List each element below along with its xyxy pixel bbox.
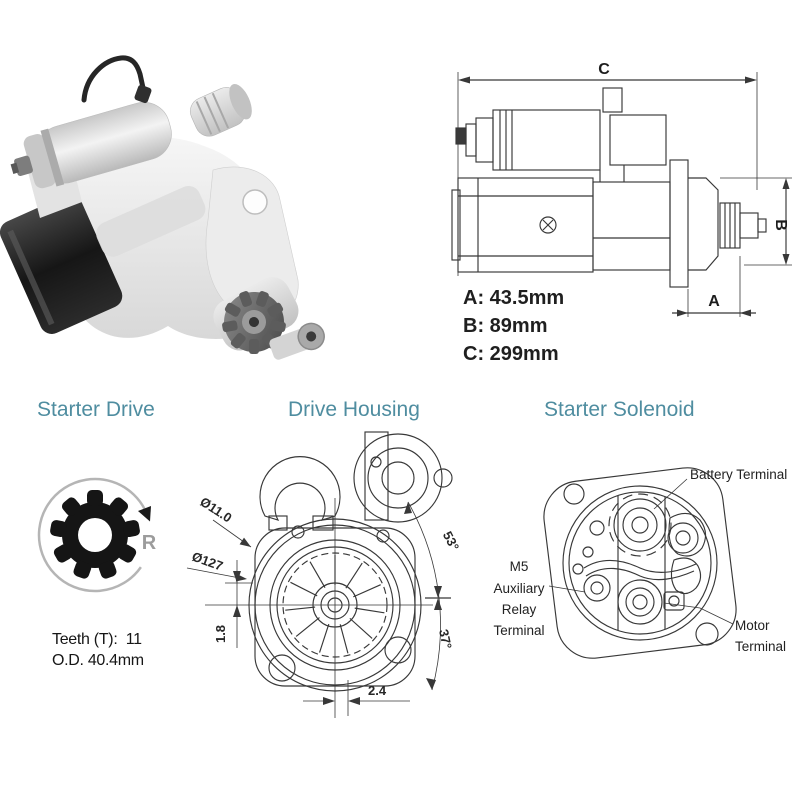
battery-terminal-label: Battery Terminal bbox=[690, 467, 787, 482]
photo-motor-can bbox=[0, 194, 123, 334]
dim-c-label: C bbox=[598, 61, 610, 78]
motor-terminal-label: Motor Terminal bbox=[735, 618, 786, 654]
dim-lower-angle: 37° bbox=[436, 628, 455, 650]
dim-vertical-offset-group: 1.8 bbox=[213, 560, 241, 648]
dimension-b: B: 89mm bbox=[463, 315, 548, 337]
centerlines bbox=[205, 498, 433, 718]
dimension-a: A: 43.5mm bbox=[463, 287, 565, 309]
dim-c: C bbox=[457, 61, 758, 276]
photo-wire-connector bbox=[134, 84, 152, 104]
section-title-starter-solenoid: Starter Solenoid bbox=[544, 398, 695, 421]
dim-b: B bbox=[720, 177, 792, 266]
drive-housing-drawing: Ø11.0 Ø127 1.8 2.4 bbox=[186, 431, 462, 718]
photo-wire-loop bbox=[81, 55, 148, 103]
angle-dims-group: 53° 37° bbox=[404, 501, 462, 691]
rotation-arrow-icon bbox=[37, 477, 149, 593]
dim-hole-diameter: Ø11.0 bbox=[197, 494, 234, 525]
aux-relay-line-2: Auxiliary bbox=[493, 581, 544, 596]
aux-relay-line-4: Terminal bbox=[493, 623, 544, 638]
aux-relay-terminal-label: M5 Auxiliary Relay Terminal bbox=[493, 559, 544, 638]
teeth-spec: Teeth (T): 11 bbox=[52, 631, 142, 648]
starter-drive-gear-icon: R bbox=[37, 477, 157, 593]
dim-a-label: A bbox=[708, 293, 720, 310]
motor-terminal-line-2: Terminal bbox=[735, 639, 786, 654]
starter-solenoid-drawing: Battery Terminal M5 Auxiliary Relay Term… bbox=[493, 467, 787, 659]
dim-hole-diameter-group: Ø11.0 bbox=[197, 494, 252, 548]
photo-flange-hole bbox=[242, 189, 268, 215]
solenoid-leader-lines bbox=[548, 478, 734, 625]
section-title-drive-housing: Drive Housing bbox=[288, 398, 420, 421]
dim-horizontal-offset-group: 2.4 bbox=[303, 683, 410, 705]
drive-housing-outline bbox=[248, 431, 453, 692]
photo-collar-band bbox=[96, 185, 206, 257]
rotation-arrowhead bbox=[138, 506, 151, 522]
side-view-drawing: C bbox=[451, 61, 792, 317]
dim-horizontal-offset: 2.4 bbox=[368, 683, 387, 698]
dim-vertical-offset: 1.8 bbox=[213, 625, 228, 643]
photo-pinion-gear bbox=[222, 291, 286, 354]
section-title-starter-drive: Starter Drive bbox=[37, 398, 155, 421]
dim-b-label: B bbox=[772, 219, 789, 231]
motor-terminal-line-1: Motor bbox=[735, 618, 770, 633]
aux-relay-line-3: Relay bbox=[502, 602, 537, 617]
starter-motor-photo bbox=[0, 55, 325, 360]
rotation-direction-label: R bbox=[142, 532, 157, 554]
side-view-outline bbox=[451, 87, 767, 288]
dim-upper-angle: 53° bbox=[440, 529, 462, 553]
dimension-c: C: 299mm bbox=[463, 343, 559, 365]
photo-solenoid-cylinder bbox=[10, 101, 172, 189]
aux-relay-line-1: M5 bbox=[510, 559, 529, 574]
solenoid-outline bbox=[543, 467, 737, 659]
dimension-list: A: 43.5mm B: 89mm C: 299mm bbox=[463, 284, 564, 368]
photo-connector-stub bbox=[189, 83, 252, 137]
od-spec: O.D. 40.4mm bbox=[52, 652, 144, 669]
gear-glyph bbox=[50, 490, 140, 579]
dim-a: A bbox=[672, 256, 756, 317]
photo-shaft bbox=[269, 322, 325, 360]
starter-drive-specs: Teeth (T): 11 O.D. 40.4mm bbox=[52, 629, 144, 671]
